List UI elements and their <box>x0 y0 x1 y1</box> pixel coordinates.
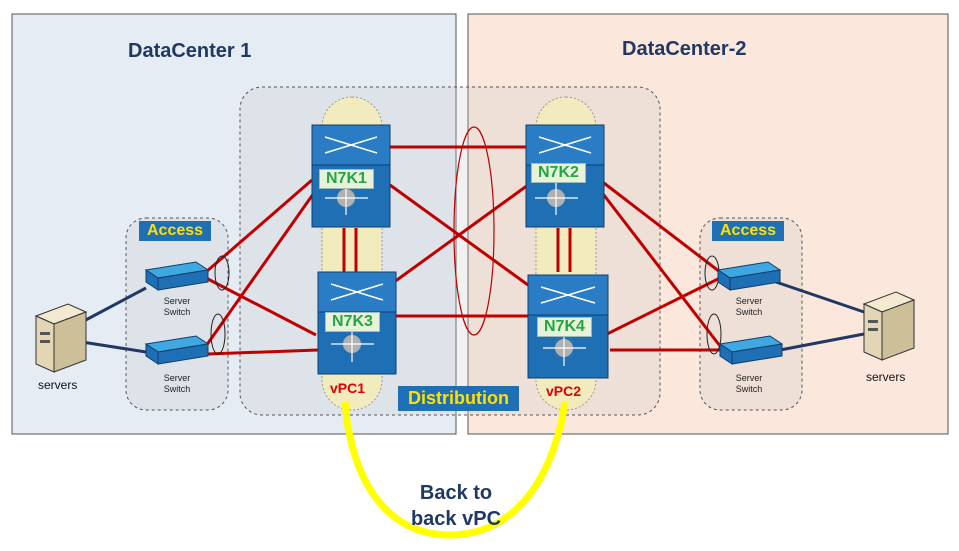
link-sw2-n7k1 <box>204 189 318 347</box>
server-switch-4-label-line1: Server <box>735 373 763 383</box>
server-switch-3-label-line2: Switch <box>735 307 763 317</box>
server-switch-2-label: Server Switch <box>142 373 212 395</box>
back-to-back-line1: Back to <box>419 482 493 504</box>
access-label-right: Access <box>712 221 785 241</box>
link-sw1-n7k3 <box>205 276 317 337</box>
access-label-left: Access <box>139 221 212 241</box>
n7k2-label: N7K2 <box>531 163 586 183</box>
portchannel-sw4 <box>706 313 722 355</box>
server-switch-2[interactable] <box>144 335 210 365</box>
server-switch-3[interactable] <box>716 261 782 291</box>
server-switch-4[interactable] <box>718 335 784 365</box>
link-server1-sw2 <box>81 340 147 354</box>
link-sw3-n7k4 <box>604 276 721 337</box>
server-switch-3-label: Server Switch <box>714 296 784 318</box>
portchannel-sw2 <box>210 313 226 355</box>
server-switch-2-label-line1: Server <box>163 373 191 383</box>
link-sw4-n7k2 <box>598 189 722 347</box>
portchannel-sw1 <box>214 255 230 291</box>
n7k3-label: N7K3 <box>325 312 380 332</box>
link-server2-sw4 <box>779 332 865 352</box>
server-switch-1[interactable] <box>144 261 210 291</box>
blue-links <box>81 280 865 354</box>
vpc1-label: vPC1 <box>330 380 366 396</box>
access-region-right <box>699 217 803 411</box>
server-right[interactable] <box>862 291 916 361</box>
server-switch-3-label-line1: Server <box>735 296 763 306</box>
portchannel-center <box>453 126 495 336</box>
link-n7k3-n7k2 <box>389 183 529 287</box>
server-switch-2-label-line2: Switch <box>163 384 191 394</box>
server-left[interactable] <box>34 303 88 373</box>
link-sw3-n7k2 <box>599 178 721 274</box>
server-switch-4-label-line2: Switch <box>735 384 763 394</box>
n7k4-label: N7K4 <box>537 317 592 337</box>
server-switch-4-label: Server Switch <box>714 373 784 395</box>
server-switch-1-label-line1: Server <box>163 296 191 306</box>
datacenter-1-title: DataCenter 1 <box>128 40 252 62</box>
server-switch-1-label: Server Switch <box>142 296 212 318</box>
server-switch-1-label-line2: Switch <box>163 307 191 317</box>
servers-left-label: servers <box>38 378 78 392</box>
link-server2-sw3 <box>775 280 865 314</box>
servers-right-label: servers <box>866 370 906 384</box>
back-to-back-vpc-link <box>341 401 569 539</box>
link-server1-sw1 <box>81 286 147 324</box>
n7k1-label: N7K1 <box>319 169 374 189</box>
vpc2-label: vPC2 <box>546 383 582 399</box>
back-to-back-label: Back to back vPC <box>386 480 526 532</box>
distribution-label: Distribution <box>398 386 519 411</box>
link-sw2-n7k3 <box>207 348 319 356</box>
datacenter-2-title: DataCenter-2 <box>622 38 747 60</box>
back-to-back-line2: back vPC <box>410 508 502 530</box>
